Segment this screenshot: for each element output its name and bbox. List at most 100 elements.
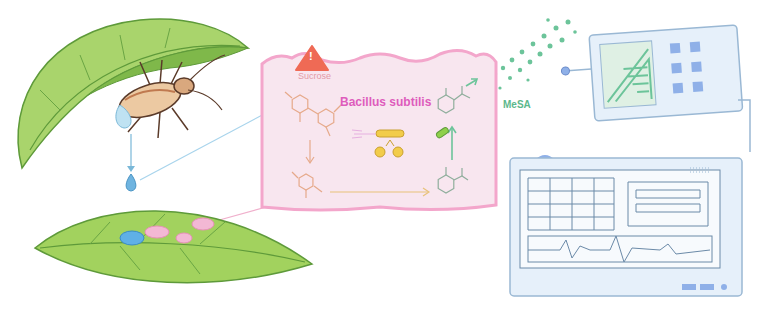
upper-leaf xyxy=(18,19,248,168)
drawing-part xyxy=(566,20,571,25)
bond xyxy=(386,140,390,146)
bond xyxy=(454,94,470,100)
enzyme xyxy=(435,127,449,139)
warning-mark: ! xyxy=(309,50,313,62)
bond xyxy=(390,140,394,146)
spore xyxy=(393,147,403,157)
drawing-part xyxy=(538,52,543,57)
drawing-part xyxy=(542,34,547,39)
drawing-part xyxy=(673,83,684,94)
cable xyxy=(738,100,750,152)
drawing-part xyxy=(176,233,192,243)
drawing-part xyxy=(589,25,743,121)
drawing-part xyxy=(700,284,714,290)
drawing-part xyxy=(30,45,240,150)
molecule-name: Sucrose xyxy=(298,72,331,82)
gc-instrument xyxy=(559,25,743,123)
bond xyxy=(445,88,446,95)
bond xyxy=(314,186,322,192)
drawing-part xyxy=(567,69,591,71)
ring xyxy=(318,109,334,127)
drawing-part xyxy=(546,18,550,22)
drawing-part xyxy=(671,63,682,74)
process-region: SucroseBacillus subtilis xyxy=(258,45,498,215)
compound-label: MeSA xyxy=(503,99,531,110)
drawing-part xyxy=(682,284,696,290)
drawing-part xyxy=(125,90,175,100)
drawing-part xyxy=(518,68,522,72)
ring xyxy=(299,174,313,190)
bacterium xyxy=(376,130,404,137)
drawing-part xyxy=(192,218,214,230)
drawing-part xyxy=(628,182,708,226)
drawing-part xyxy=(145,226,169,238)
drawing-part xyxy=(116,105,131,128)
drawing-part xyxy=(600,41,656,108)
bond xyxy=(305,190,306,198)
bond xyxy=(326,127,330,136)
drawing-part xyxy=(528,60,533,65)
drawing-part xyxy=(560,38,565,43)
leader-line xyxy=(140,112,268,180)
drawing-part xyxy=(721,284,727,290)
drawing-part xyxy=(508,76,512,80)
insect xyxy=(115,55,225,138)
drawing-part xyxy=(510,58,515,63)
drawing-part xyxy=(604,49,651,102)
bond xyxy=(445,167,446,175)
drawing-part xyxy=(188,55,225,110)
drawing-part xyxy=(174,78,194,94)
drawing-part xyxy=(498,86,501,89)
bond xyxy=(461,168,462,176)
bond xyxy=(448,127,456,133)
bond xyxy=(309,140,310,162)
drawing-part xyxy=(40,243,305,262)
drawing-part xyxy=(573,30,577,34)
warning-triangle xyxy=(296,46,328,70)
drop-arrow xyxy=(130,134,131,168)
bond xyxy=(330,191,428,192)
drawing-part xyxy=(35,211,312,283)
bond xyxy=(352,130,362,131)
pathway xyxy=(285,46,477,198)
cloud xyxy=(262,50,496,210)
drawing-part xyxy=(528,236,712,262)
drawing-part xyxy=(520,170,720,268)
arrowhead xyxy=(127,166,135,172)
bond xyxy=(471,79,477,85)
drawing-part xyxy=(501,66,505,70)
drawing-part xyxy=(690,168,710,172)
monitor xyxy=(510,155,742,296)
organism-name: Bacillus subtilis xyxy=(340,96,431,109)
bond xyxy=(454,176,468,180)
drawing-part xyxy=(510,158,742,296)
cloud-outline xyxy=(258,45,498,215)
bond xyxy=(423,188,429,196)
bond xyxy=(466,80,476,86)
drawing-part xyxy=(528,178,614,230)
drawing-part xyxy=(693,81,704,92)
bond xyxy=(451,128,453,160)
drawing-part xyxy=(554,26,559,31)
bond xyxy=(354,134,376,135)
bond xyxy=(308,108,318,114)
bond xyxy=(352,137,362,138)
bond xyxy=(461,86,462,94)
drawing-part xyxy=(520,50,525,55)
drawing-part xyxy=(690,41,701,52)
ring xyxy=(438,95,454,113)
drawing-part xyxy=(18,19,248,168)
drawing-part xyxy=(528,236,710,262)
bond xyxy=(299,113,300,122)
drawing-part xyxy=(691,61,702,72)
ring xyxy=(292,95,308,113)
spore xyxy=(375,147,385,157)
drawing-part xyxy=(90,214,225,274)
drawing-part xyxy=(120,231,144,245)
lower-leaf xyxy=(35,211,312,283)
drawing-part xyxy=(531,42,536,47)
bond xyxy=(292,172,298,178)
ring xyxy=(438,175,454,193)
honeydew-drop xyxy=(126,174,136,191)
bond xyxy=(285,92,292,98)
